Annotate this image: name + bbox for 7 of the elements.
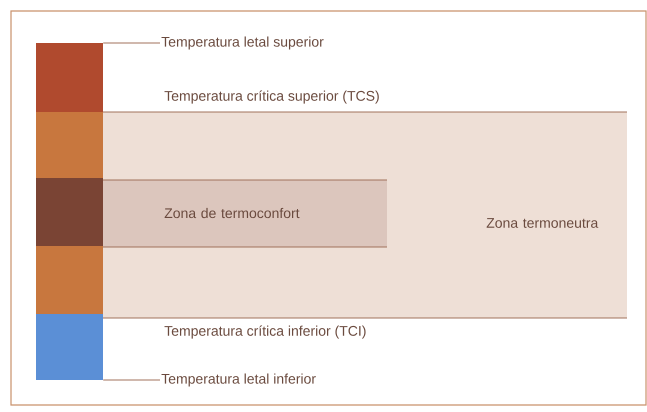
leader-line [102,42,160,44]
temperature-label: Temperatura crítica superior (TCS) [164,90,379,104]
zone-band: Zona de termoconfort [102,180,388,248]
colour-scale-bar [36,43,103,380]
temperature-label: Temperatura letal superior [162,36,324,50]
temperature-label: Temperatura crítica inferior (TCI) [164,325,366,339]
temperature-label: Temperatura letal inferior [162,373,316,387]
